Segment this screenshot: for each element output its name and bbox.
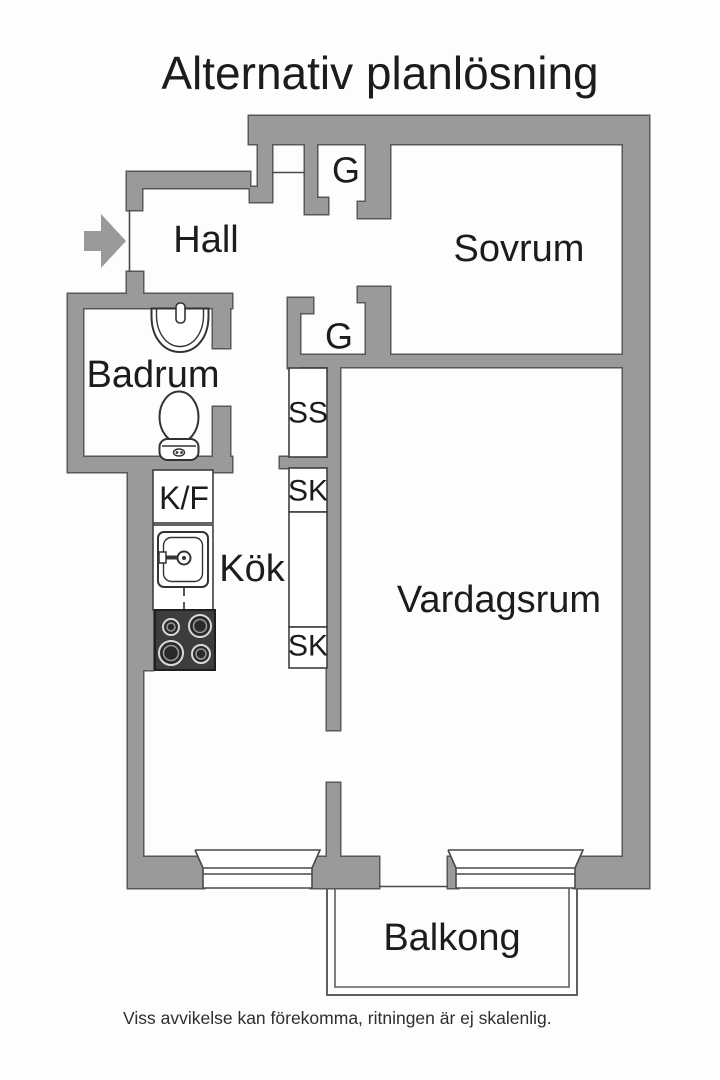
closet-label-g2: G — [325, 316, 353, 357]
room-label-kok: Kök — [219, 548, 285, 590]
fridge-freezer-box — [152, 469, 214, 524]
closet-label-sk1: SK — [288, 475, 328, 508]
room-label-vardagsrum: Vardagsrum — [397, 579, 601, 621]
closet-box-mid — [288, 511, 328, 628]
closet-box-sk2 — [288, 626, 328, 669]
room-label-hall: Hall — [173, 219, 238, 261]
stove-icon — [154, 609, 216, 671]
room-label-badrum: Badrum — [86, 354, 219, 396]
page-title: Alternativ planlösning — [161, 47, 598, 99]
balcony-railing — [326, 888, 578, 996]
kitchen-window-icon — [194, 849, 322, 889]
closet-label-kf: K/F — [159, 480, 209, 516]
room-label-sovrum: Sovrum — [454, 228, 585, 270]
closet-box-ss — [288, 367, 328, 458]
closet-label-ss: SS — [288, 397, 328, 430]
livingroom-window-icon — [447, 849, 585, 889]
toilet-icon — [158, 390, 200, 461]
closet-label-sk2: SK — [288, 630, 328, 663]
kitchen-sink-icon — [157, 531, 209, 588]
closet-box-sk1 — [288, 467, 328, 513]
disclaimer-text: Viss avvikelse kan förekomma, ritningen … — [123, 1008, 552, 1028]
bathroom-sink-icon — [150, 302, 210, 354]
entrance-arrow-icon — [84, 214, 126, 268]
closet-label-g1: G — [332, 150, 360, 191]
room-label-balkong: Balkong — [383, 917, 520, 959]
